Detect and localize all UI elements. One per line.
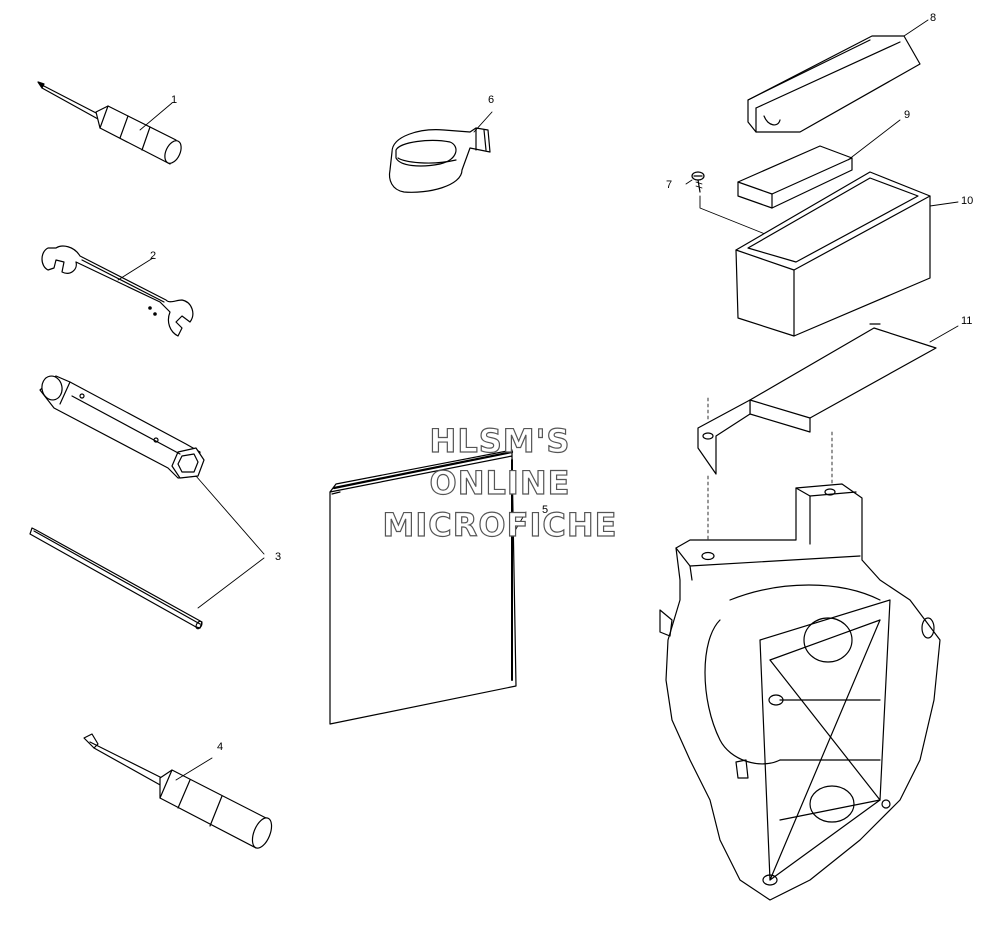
tool-box-icon bbox=[735, 171, 959, 337]
callout-10: 10 bbox=[961, 195, 974, 207]
housing-icon bbox=[659, 483, 941, 901]
screw-icon bbox=[685, 171, 791, 253]
watermark-line-3: MICROFICHE bbox=[382, 505, 618, 544]
box-lid-icon bbox=[747, 19, 929, 133]
callout-9: 9 bbox=[904, 109, 911, 121]
callout-6: 6 bbox=[488, 94, 495, 106]
open-end-wrench-icon bbox=[41, 245, 194, 337]
manual-book-icon bbox=[329, 449, 527, 725]
callout-8: 8 bbox=[930, 12, 937, 24]
tube-wrench-icon bbox=[39, 375, 205, 479]
watermark-line-1: HLSM'S bbox=[429, 421, 571, 460]
callout-2: 2 bbox=[150, 250, 157, 262]
callout-7: 7 bbox=[666, 179, 673, 191]
callout-11: 11 bbox=[961, 315, 973, 327]
callout-1: 1 bbox=[171, 94, 178, 106]
callout-5: 5 bbox=[542, 504, 549, 516]
strap-icon bbox=[388, 111, 493, 193]
callout-3: 3 bbox=[275, 551, 282, 563]
watermark-line-2: ONLINE bbox=[429, 463, 571, 502]
screwdriver-large-icon bbox=[83, 733, 273, 849]
pad-icon bbox=[737, 119, 901, 209]
bracket-icon bbox=[697, 323, 959, 551]
tommy-bar-icon bbox=[29, 527, 203, 630]
callout-4: 4 bbox=[217, 741, 224, 753]
screwdriver-small-icon bbox=[37, 81, 182, 165]
leader-3 bbox=[195, 475, 265, 609]
